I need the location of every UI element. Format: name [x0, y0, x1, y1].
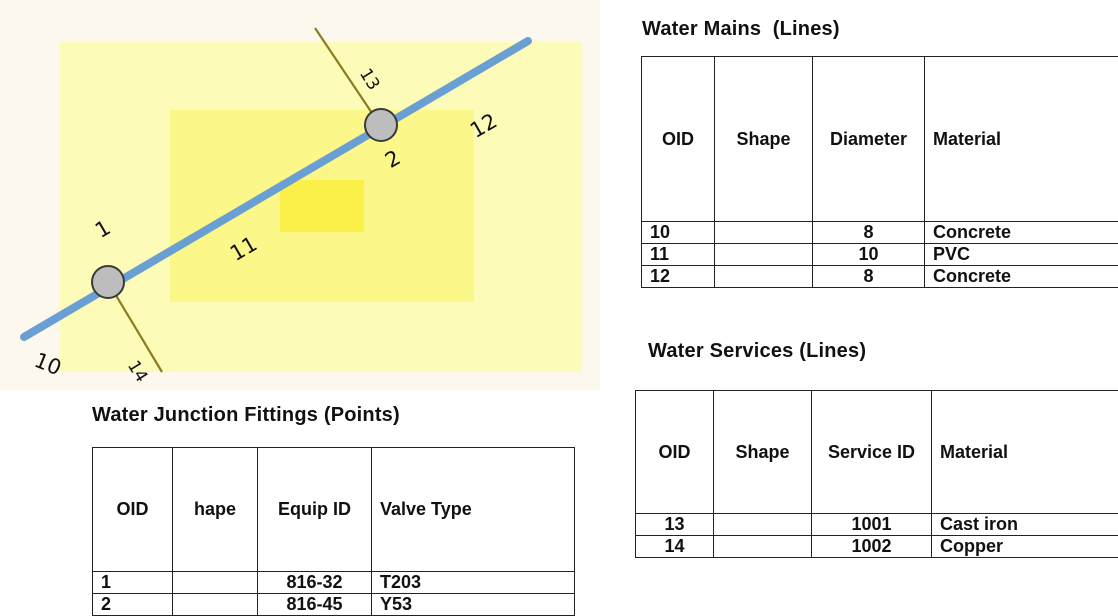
cell-material: Concrete — [924, 221, 1118, 244]
cell-material: PVC — [924, 243, 1118, 266]
service-line-14 — [107, 281, 163, 373]
table-header-row: OID Shape Diameter Material — [641, 56, 1118, 222]
cell-diameter: 8 — [812, 221, 925, 244]
cell-material: Cast iron — [931, 513, 1118, 536]
table-row: 12 8 Concrete — [641, 265, 1118, 288]
cell-material: Concrete — [924, 265, 1118, 288]
junction-point-2 — [364, 108, 398, 142]
cell-oid: 14 — [635, 535, 714, 558]
column-header-shape: Shape — [713, 390, 812, 514]
network-map-graphic — [20, 27, 582, 373]
mains-table: OID Shape Diameter Material 10 8 Concret… — [641, 56, 1118, 288]
column-header-service-id: Service ID — [811, 390, 932, 514]
cell-oid: 10 — [641, 221, 715, 244]
junction-point-1 — [91, 265, 125, 299]
cell-diameter: 10 — [812, 243, 925, 266]
cell-material: Copper — [931, 535, 1118, 558]
mains-table-title: Water Mains (Lines) — [642, 18, 840, 40]
table-row: 1 816-32 T203 — [92, 571, 575, 594]
junctions-table-title: Water Junction Fittings (Points) — [92, 404, 400, 426]
table-row: 10 8 Concrete — [641, 221, 1118, 244]
column-header-oid: OID — [92, 447, 173, 572]
table-row: 2 816-45 Y53 — [92, 593, 575, 616]
cell-oid: 13 — [635, 513, 714, 536]
table-header-row: OID hape Equip ID Valve Type — [92, 447, 575, 572]
cell-equip-id: 816-45 — [257, 593, 372, 616]
services-table-title: Water Services (Lines) — [648, 340, 867, 362]
column-header-equip-id: Equip ID — [257, 447, 372, 572]
services-table: OID Shape Service ID Material 13 1001 Ca… — [635, 390, 1118, 558]
table-header-row: OID Shape Service ID Material — [635, 390, 1118, 514]
cell-shape — [172, 571, 258, 594]
cell-shape — [172, 593, 258, 616]
junctions-table: OID hape Equip ID Valve Type 1 816-32 T2… — [92, 447, 575, 616]
cell-service-id: 1001 — [811, 513, 932, 536]
column-header-oid: OID — [635, 390, 714, 514]
column-header-oid: OID — [641, 56, 715, 222]
cell-shape — [713, 513, 812, 536]
cell-shape — [714, 221, 813, 244]
network-map: 1 2 10 11 12 13 14 — [0, 0, 600, 390]
cell-shape — [714, 265, 813, 288]
column-header-diameter: Diameter — [812, 56, 925, 222]
table-row: 11 10 PVC — [641, 243, 1118, 266]
cell-oid: 11 — [641, 243, 715, 266]
table-row: 14 1002 Copper — [635, 535, 1118, 558]
cell-oid: 1 — [92, 571, 173, 594]
cell-valve-type: T203 — [371, 571, 575, 594]
cell-oid: 12 — [641, 265, 715, 288]
column-header-shape: hape — [172, 447, 258, 572]
cell-shape — [713, 535, 812, 558]
service-line-13 — [314, 27, 381, 126]
column-header-material: Material — [931, 390, 1118, 514]
column-header-material: Material — [924, 56, 1118, 222]
cell-equip-id: 816-32 — [257, 571, 372, 594]
table-row: 13 1001 Cast iron — [635, 513, 1118, 536]
column-header-valve-type: Valve Type — [371, 447, 575, 572]
inner-polygon — [280, 180, 364, 232]
cell-diameter: 8 — [812, 265, 925, 288]
cell-valve-type: Y53 — [371, 593, 575, 616]
cell-shape — [714, 243, 813, 266]
cell-oid: 2 — [92, 593, 173, 616]
column-header-shape: Shape — [714, 56, 813, 222]
cell-service-id: 1002 — [811, 535, 932, 558]
